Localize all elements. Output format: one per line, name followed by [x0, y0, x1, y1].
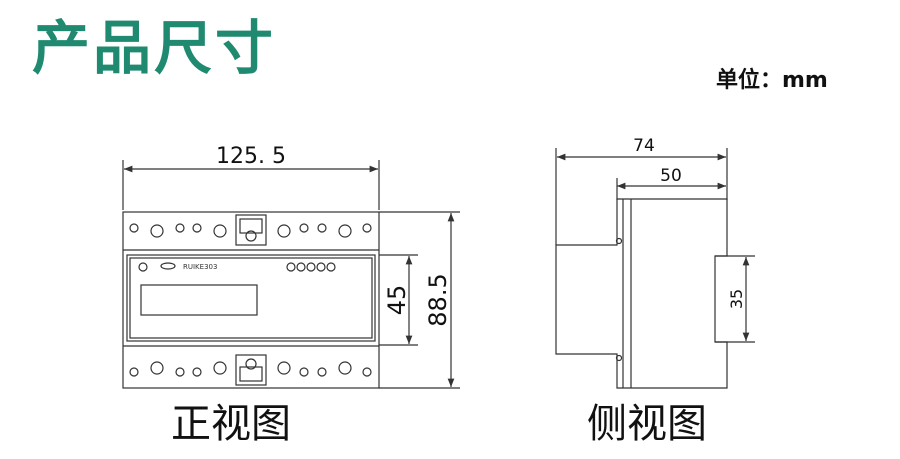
bottom-din-clip [235, 354, 267, 386]
side-profile-outline [555, 198, 728, 389]
front-width-label: 125. 5 [216, 144, 286, 169]
lcd-display [140, 284, 258, 316]
model-label: RUIKE303 [183, 263, 217, 271]
front-view [122, 160, 460, 389]
brand-logo [160, 262, 176, 270]
side-view-caption: 侧视图 [587, 401, 707, 447]
side-total-depth-label: 74 [633, 136, 655, 156]
front-height-label: 88.5 [424, 273, 452, 326]
front-view-caption: 正视图 [171, 401, 291, 447]
front-body-outline [122, 211, 380, 389]
side-body-depth-label: 50 [660, 166, 682, 186]
side-view [555, 148, 755, 389]
side-rail-label: 35 [727, 289, 746, 309]
unit-label: 单位：mm [716, 68, 828, 93]
front-window-label: 45 [383, 285, 411, 316]
front-window-panel [126, 254, 376, 342]
page-title: 产品尺寸 [32, 14, 277, 82]
top-din-clip [235, 214, 267, 246]
